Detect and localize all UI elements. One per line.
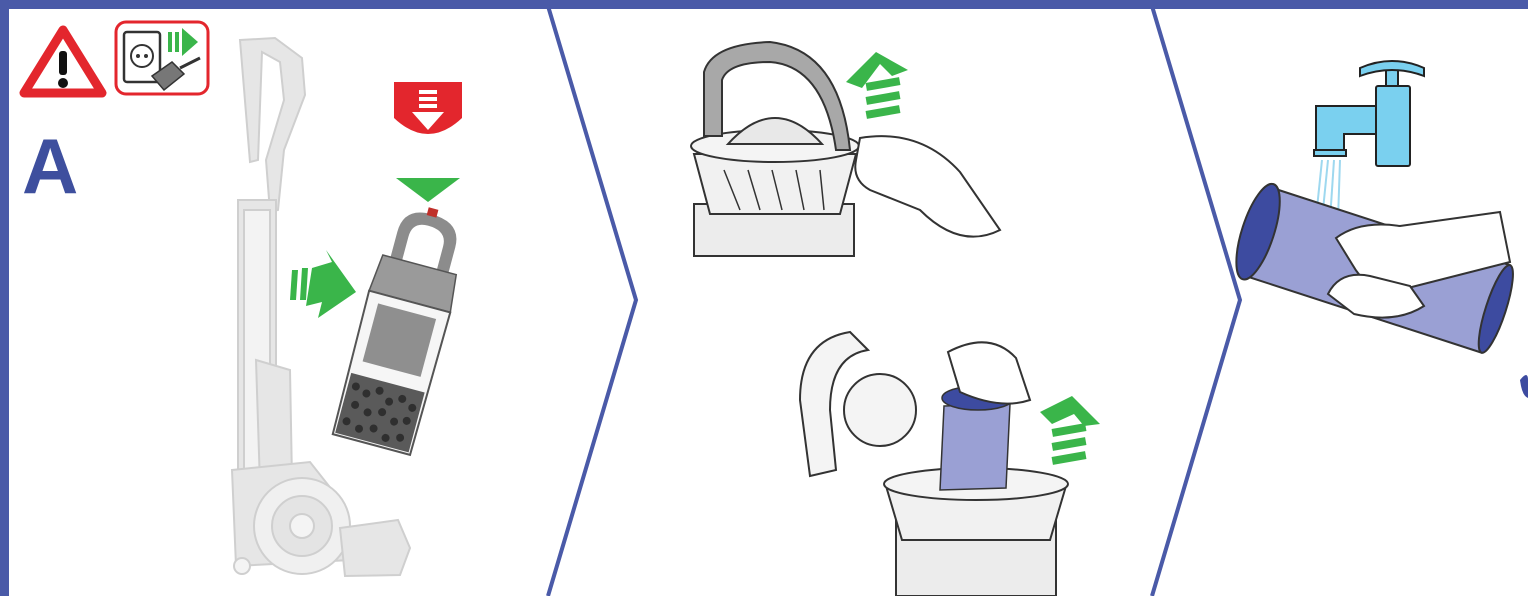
filter-removal: [800, 332, 1068, 596]
water-tap-icon: [1314, 61, 1424, 166]
unplug-power-icon: [116, 22, 208, 94]
press-down-red-icon: [394, 82, 462, 134]
green-arrow-icon: [396, 178, 460, 202]
step-letter: A: [22, 122, 78, 210]
dust-bin: [331, 198, 475, 455]
warning-triangle-icon: [24, 30, 102, 93]
green-arrow-icon: [290, 250, 356, 318]
filter-edge: [1520, 375, 1528, 398]
cyclone-lid-lift: [691, 42, 1000, 256]
green-arrow-icon: [846, 52, 908, 119]
green-arrow-icon: [1040, 396, 1100, 465]
